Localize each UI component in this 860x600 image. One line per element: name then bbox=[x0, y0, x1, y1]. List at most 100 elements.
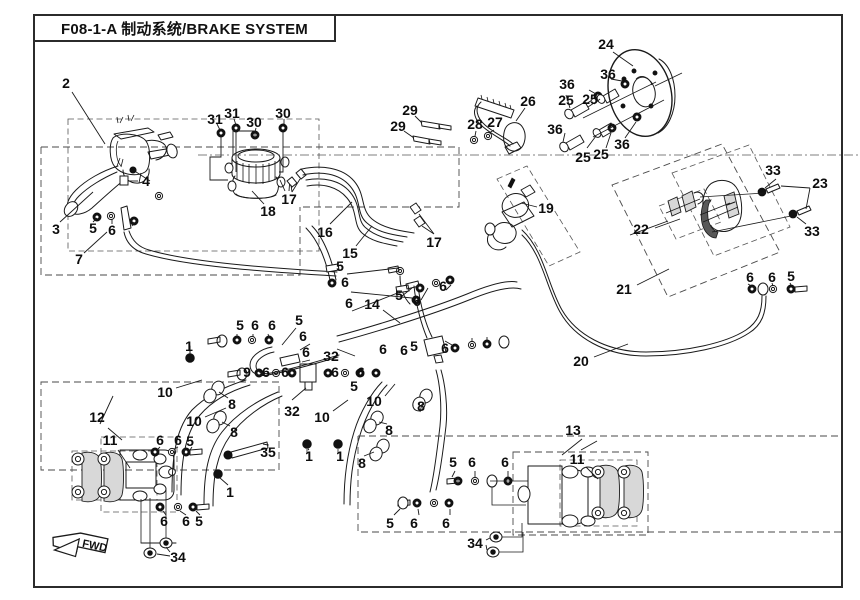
callout-number-6: 6 bbox=[410, 515, 418, 531]
callout-number-36: 36 bbox=[600, 66, 616, 82]
callout-number-26: 26 bbox=[520, 93, 536, 109]
callout-number-29: 29 bbox=[390, 118, 406, 134]
callout-number-10: 10 bbox=[186, 413, 202, 429]
callout-number-6: 6 bbox=[746, 269, 754, 285]
callout-number-6: 6 bbox=[160, 513, 168, 529]
callout-number-18: 18 bbox=[260, 203, 276, 219]
callout-number-36: 36 bbox=[547, 121, 563, 137]
fwd-direction-arrow: FWD bbox=[52, 532, 109, 558]
callout-number-6: 6 bbox=[268, 317, 276, 333]
callout-number-36: 36 bbox=[559, 76, 575, 92]
callout-number-27: 27 bbox=[487, 114, 503, 130]
callout-number-32: 32 bbox=[284, 403, 300, 419]
callout-number-21: 21 bbox=[616, 281, 632, 297]
callout-number-6: 6 bbox=[442, 515, 450, 531]
callout-number-7: 7 bbox=[75, 251, 83, 267]
callout-number-29: 29 bbox=[402, 102, 418, 118]
callout-number-25: 25 bbox=[558, 92, 574, 108]
callout-number-10: 10 bbox=[157, 384, 173, 400]
callout-number-30: 30 bbox=[275, 105, 291, 121]
callout-number-10: 10 bbox=[314, 409, 330, 425]
page-title: F08-1-A 制动系统/BRAKE SYSTEM bbox=[61, 20, 308, 38]
callout-number-6: 6 bbox=[182, 513, 190, 529]
callout-number-5: 5 bbox=[395, 287, 403, 303]
callout-number-8: 8 bbox=[230, 424, 238, 440]
callout-number-17: 17 bbox=[281, 191, 297, 207]
callout-number-6: 6 bbox=[341, 274, 349, 290]
callout-number-6: 6 bbox=[357, 364, 365, 380]
callout-number-6: 6 bbox=[262, 364, 270, 380]
callout-number-1: 1 bbox=[226, 484, 234, 500]
callout-number-6: 6 bbox=[768, 269, 776, 285]
callout-number-12: 12 bbox=[89, 409, 105, 425]
callout-number-11: 11 bbox=[102, 432, 118, 448]
callout-number-33: 33 bbox=[765, 162, 781, 178]
callout-number-6: 6 bbox=[331, 364, 339, 380]
callout-number-23: 23 bbox=[812, 175, 828, 191]
callout-number-10: 10 bbox=[366, 393, 382, 409]
callout-number-5: 5 bbox=[236, 317, 244, 333]
callout-number-6: 6 bbox=[174, 432, 182, 448]
callout-number-6: 6 bbox=[439, 278, 447, 294]
callout-number-28: 28 bbox=[467, 116, 483, 132]
callout-number-30: 30 bbox=[246, 114, 262, 130]
callout-number-14: 14 bbox=[364, 296, 380, 312]
callout-number-5: 5 bbox=[195, 513, 203, 529]
callout-number-1: 1 bbox=[336, 448, 344, 464]
callout-number-25: 25 bbox=[582, 91, 598, 107]
callout-number-3: 3 bbox=[52, 221, 60, 237]
callout-number-8: 8 bbox=[385, 422, 393, 438]
callout-number-34: 34 bbox=[170, 549, 186, 565]
callout-number-8: 8 bbox=[228, 396, 236, 412]
callout-number-6: 6 bbox=[468, 454, 476, 470]
callout-number-6: 6 bbox=[345, 295, 353, 311]
callout-number-13: 13 bbox=[565, 422, 581, 438]
callout-number-5: 5 bbox=[336, 258, 344, 274]
fwd-label: FWD bbox=[81, 538, 108, 555]
callout-number-17: 17 bbox=[426, 234, 442, 250]
callout-number-32: 32 bbox=[323, 348, 339, 364]
callout-number-36: 36 bbox=[614, 136, 630, 152]
callout-number-31: 31 bbox=[224, 105, 240, 121]
callout-number-5: 5 bbox=[89, 220, 97, 236]
callout-number-20: 20 bbox=[573, 353, 589, 369]
callout-number-6: 6 bbox=[379, 341, 387, 357]
callout-number-1: 1 bbox=[305, 448, 313, 464]
callout-number-2: 2 bbox=[62, 75, 70, 91]
callout-number-9: 9 bbox=[243, 364, 251, 380]
callout-number-5: 5 bbox=[386, 515, 394, 531]
callout-number-6: 6 bbox=[400, 342, 408, 358]
callout-number-5: 5 bbox=[410, 338, 418, 354]
callout-number-35: 35 bbox=[260, 444, 276, 460]
callout-number-25: 25 bbox=[575, 149, 591, 165]
callout-number-8: 8 bbox=[358, 455, 366, 471]
callout-number-1: 1 bbox=[185, 338, 193, 354]
callout-number-11: 11 bbox=[569, 451, 585, 467]
callout-number-6: 6 bbox=[156, 432, 164, 448]
title-box: F08-1-A 制动系统/BRAKE SYSTEM bbox=[33, 14, 336, 42]
callout-number-5: 5 bbox=[787, 268, 795, 284]
callout-number-31: 31 bbox=[207, 111, 223, 127]
callout-number-6: 6 bbox=[413, 293, 421, 309]
callout-number-5: 5 bbox=[295, 312, 303, 328]
callout-number-16: 16 bbox=[317, 224, 333, 240]
callout-number-8: 8 bbox=[417, 398, 425, 414]
callout-number-15: 15 bbox=[342, 245, 358, 261]
diagram-frame bbox=[33, 14, 843, 588]
callout-number-19: 19 bbox=[538, 200, 554, 216]
callout-number-5: 5 bbox=[350, 378, 358, 394]
callout-number-6: 6 bbox=[302, 344, 310, 360]
callout-number-5: 5 bbox=[449, 454, 457, 470]
callout-number-24: 24 bbox=[598, 36, 614, 52]
callout-number-4: 4 bbox=[142, 173, 150, 189]
callout-number-34: 34 bbox=[467, 535, 483, 551]
callout-number-6: 6 bbox=[281, 364, 289, 380]
callout-number-22: 22 bbox=[633, 221, 649, 237]
callout-number-25: 25 bbox=[593, 146, 609, 162]
callout-number-6: 6 bbox=[299, 328, 307, 344]
callout-number-5: 5 bbox=[186, 433, 194, 449]
callout-number-6: 6 bbox=[501, 454, 509, 470]
callout-number-6: 6 bbox=[251, 317, 259, 333]
